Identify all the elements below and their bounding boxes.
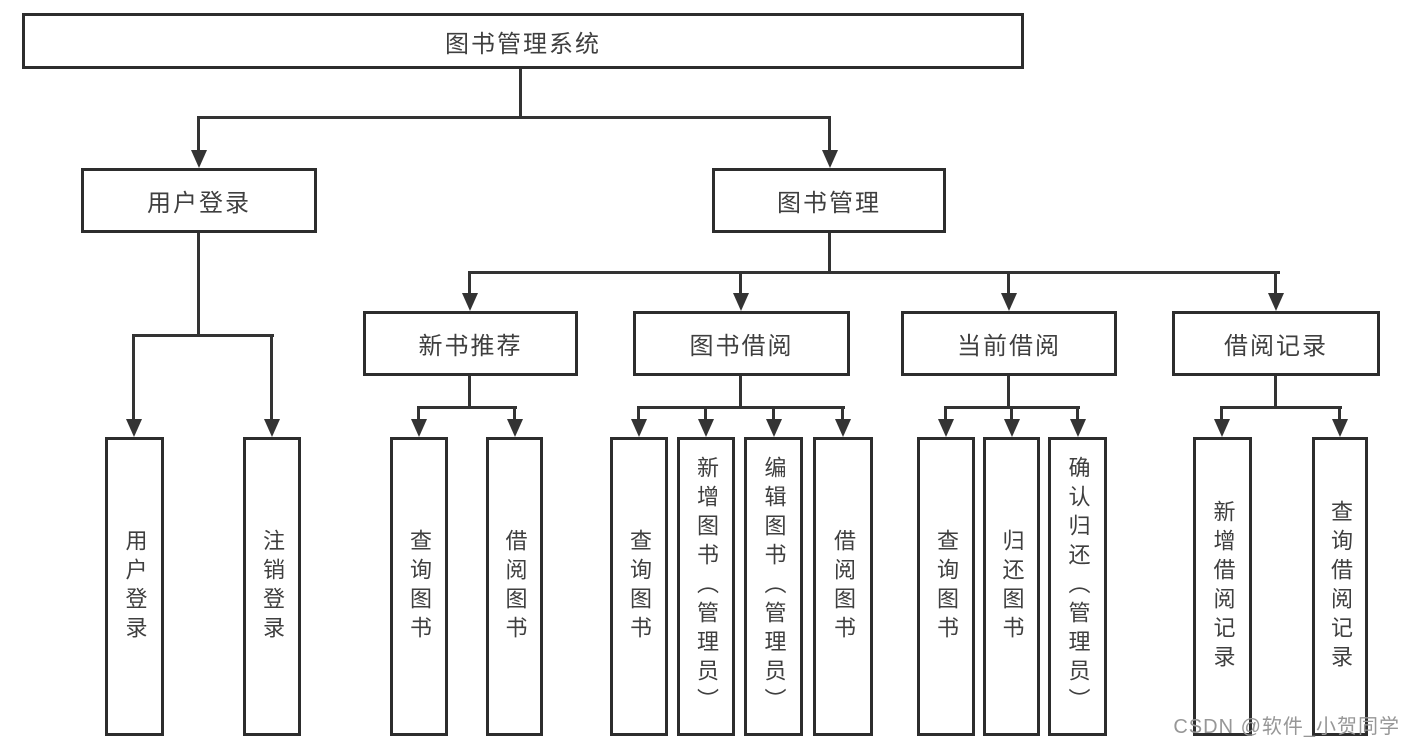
node-label: 编辑图书（管理员） xyxy=(761,456,787,717)
connector-line xyxy=(1274,376,1277,408)
connector-line xyxy=(1274,274,1277,296)
node-label: 查询图书 xyxy=(407,528,432,645)
node-label: 借阅记录 xyxy=(1224,333,1328,360)
node-label: 查询图书 xyxy=(934,528,959,645)
connector-line xyxy=(828,233,831,273)
arrow-down-icon xyxy=(1268,293,1284,311)
connector-line xyxy=(132,337,135,421)
leaf-borrow-books: 借阅图书 xyxy=(813,437,873,736)
connector-line xyxy=(739,376,742,408)
leaf-return-books: 归还图书 xyxy=(983,437,1040,736)
leaf-query-books-current: 查询图书 xyxy=(917,437,975,736)
arrow-down-icon xyxy=(411,419,427,437)
leaf-confirm-return-admin: 确认归还（管理员） xyxy=(1048,437,1107,736)
connector-line xyxy=(417,409,420,421)
connector-line xyxy=(197,233,200,336)
arrow-down-icon xyxy=(1004,419,1020,437)
csdn-watermark: CSDN @软件_小贺同学 xyxy=(1173,716,1400,738)
connector-line xyxy=(1220,406,1342,409)
node-label: 查询借阅记录 xyxy=(1328,499,1353,674)
connector-line xyxy=(519,69,522,118)
arrow-down-icon xyxy=(462,293,478,311)
node-book-borrowing: 图书借阅 xyxy=(633,311,850,376)
connector-line xyxy=(772,409,775,421)
arrow-down-icon xyxy=(507,419,523,437)
connector-line xyxy=(417,406,517,409)
arrow-down-icon xyxy=(1332,419,1348,437)
leaf-edit-books-admin: 编辑图书（管理员） xyxy=(744,437,803,736)
connector-line xyxy=(1076,409,1079,421)
connector-line xyxy=(197,119,200,151)
connector-line xyxy=(1007,274,1010,296)
arrow-down-icon xyxy=(1070,419,1086,437)
connector-line xyxy=(513,409,516,421)
connector-line xyxy=(468,274,471,296)
node-new-book-recommend: 新书推荐 xyxy=(363,311,578,376)
connector-line xyxy=(704,409,707,421)
node-borrowing-records: 借阅记录 xyxy=(1172,311,1380,376)
connector-line xyxy=(637,409,640,421)
node-label: 当前借阅 xyxy=(957,333,1061,360)
arrow-down-icon xyxy=(1001,293,1017,311)
leaf-user-login: 用户登录 xyxy=(105,437,164,736)
connector-line xyxy=(1007,376,1010,408)
arrow-down-icon xyxy=(191,150,207,168)
node-label: 新书推荐 xyxy=(418,333,523,360)
node-label: 图书管理系统 xyxy=(445,30,601,58)
leaf-logout: 注销登录 xyxy=(243,437,301,736)
connector-line xyxy=(270,337,273,421)
arrow-down-icon xyxy=(126,419,142,437)
connector-line xyxy=(197,116,831,119)
leaf-query-borrow-record: 查询借阅记录 xyxy=(1312,437,1368,736)
node-label: 确认归还（管理员） xyxy=(1065,456,1091,717)
connector-line xyxy=(1220,409,1223,421)
leaf-borrow-books-recommend: 借阅图书 xyxy=(486,437,543,736)
arrow-down-icon xyxy=(835,419,851,437)
connector-line xyxy=(944,409,947,421)
node-label: 查询图书 xyxy=(627,528,652,645)
connector-line xyxy=(637,406,845,409)
node-label: 图书借阅 xyxy=(689,333,794,360)
node-label: 归还图书 xyxy=(999,528,1025,645)
node-label: 新增图书（管理员） xyxy=(694,456,719,717)
arrow-down-icon xyxy=(822,150,838,168)
node-label: 用户登录 xyxy=(122,528,148,645)
arrow-down-icon xyxy=(733,293,749,311)
connector-line xyxy=(739,274,742,296)
node-user-login: 用户登录 xyxy=(81,168,317,233)
node-label: 借阅图书 xyxy=(502,528,528,645)
arrow-down-icon xyxy=(631,419,647,437)
connector-line xyxy=(828,119,831,151)
node-current-borrowing: 当前借阅 xyxy=(901,311,1117,376)
node-label: 新增借阅记录 xyxy=(1210,499,1236,674)
arrow-down-icon xyxy=(264,419,280,437)
arrow-down-icon xyxy=(698,419,714,437)
arrow-down-icon xyxy=(1214,419,1230,437)
node-label: 用户登录 xyxy=(147,190,251,217)
leaf-query-books-recommend: 查询图书 xyxy=(390,437,448,736)
leaf-query-books-borrowing: 查询图书 xyxy=(610,437,668,736)
connector-line xyxy=(1010,409,1013,421)
node-label: 借阅图书 xyxy=(831,528,856,645)
connector-line xyxy=(468,271,1280,274)
node-book-management: 图书管理 xyxy=(712,168,946,233)
connector-line xyxy=(132,334,274,337)
connector-line xyxy=(841,409,844,421)
leaf-add-books-admin: 新增图书（管理员） xyxy=(677,437,735,736)
connector-line xyxy=(1338,409,1341,421)
node-label: 图书管理 xyxy=(777,190,881,217)
connector-line xyxy=(468,376,471,408)
arrow-down-icon xyxy=(766,419,782,437)
leaf-add-borrow-record: 新增借阅记录 xyxy=(1193,437,1252,736)
node-root: 图书管理系统 xyxy=(22,13,1024,69)
connector-line xyxy=(944,406,1080,409)
arrow-down-icon xyxy=(938,419,954,437)
node-label: 注销登录 xyxy=(260,528,285,645)
